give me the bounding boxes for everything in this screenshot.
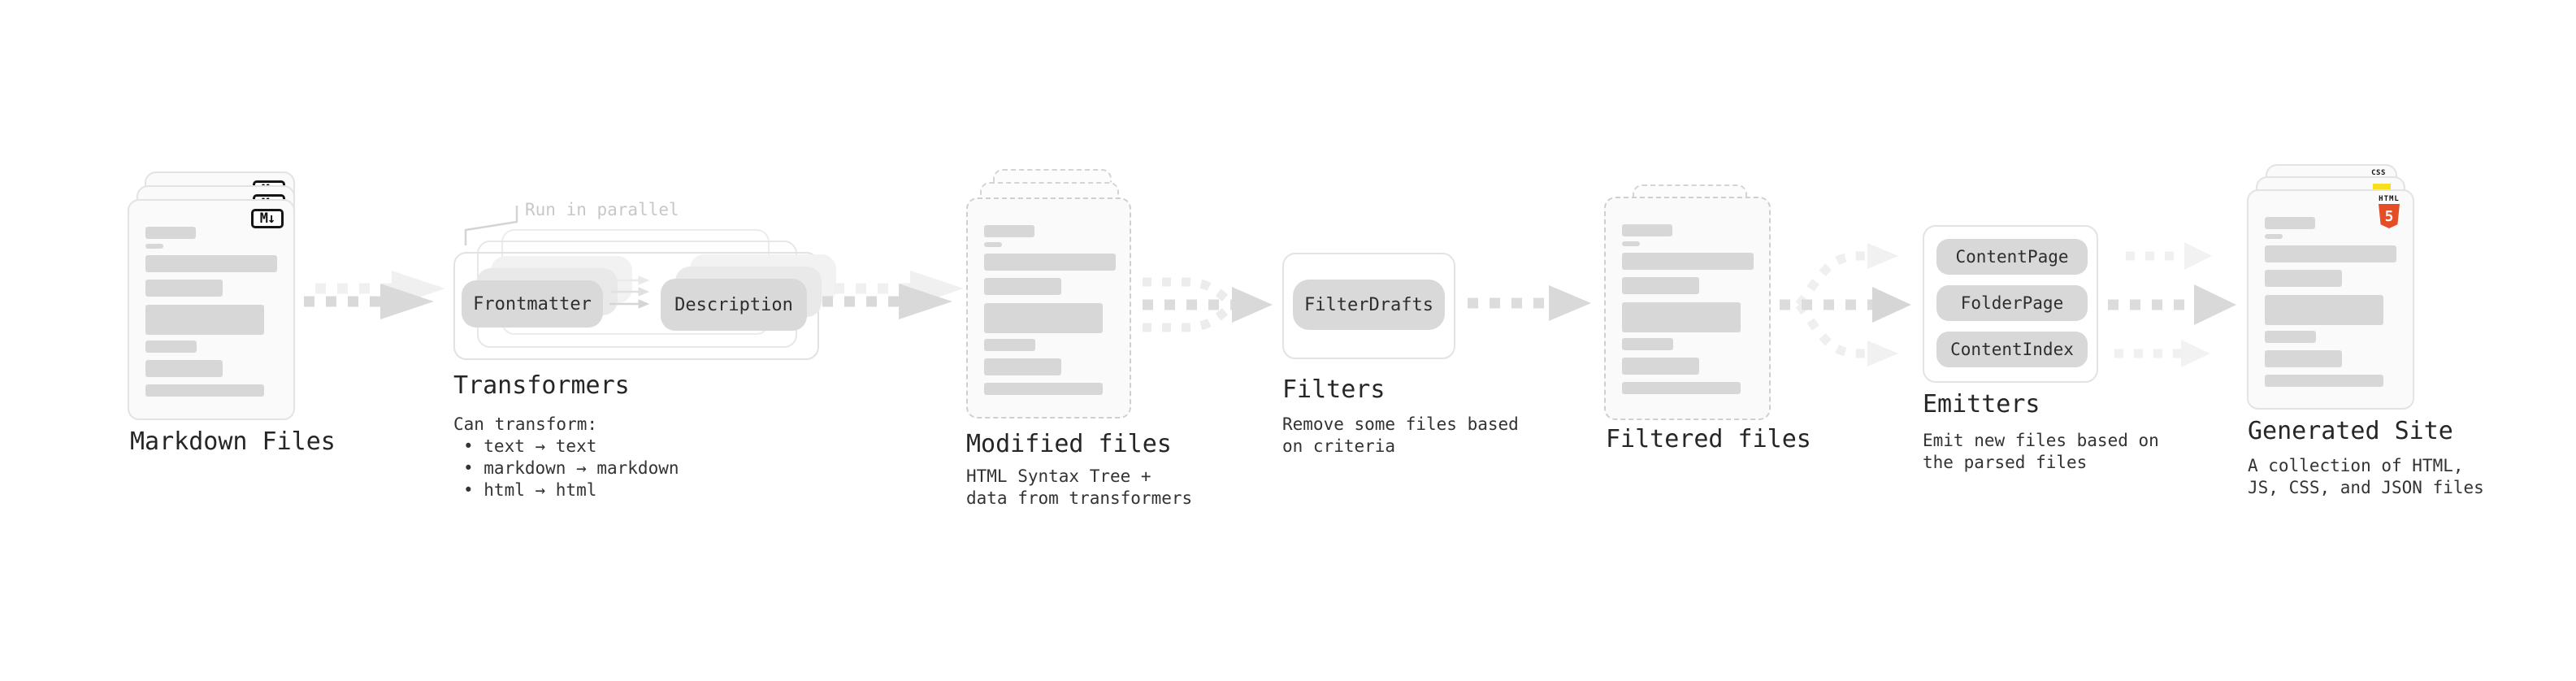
text-placeholder-bar xyxy=(2265,350,2342,367)
text-placeholder-bar xyxy=(145,340,197,353)
text-placeholder-bar xyxy=(145,305,264,335)
text-placeholder-bar xyxy=(145,280,223,297)
markdown-icon-label: M↓ xyxy=(259,210,276,227)
modified-file-card xyxy=(966,197,1131,419)
desc-line: on criteria xyxy=(1282,436,1396,456)
modified-files-label: Modified files xyxy=(966,430,1172,458)
arrow-filtered-to-emitters-diverge xyxy=(1780,243,1911,367)
emitters-label: Emitters xyxy=(1923,390,2040,419)
contentpage-pill: ContentPage xyxy=(1936,239,2088,275)
text-placeholder-bar xyxy=(1622,224,1672,236)
transformers-label: Transformers xyxy=(453,371,630,400)
text-placeholder-bar xyxy=(984,339,1035,351)
text-placeholder-bar xyxy=(2265,234,2283,239)
text-placeholder-bar xyxy=(2265,217,2315,229)
text-placeholder-bar xyxy=(145,244,163,249)
text-placeholder-bar xyxy=(984,383,1103,395)
filters-label: Filters xyxy=(1282,375,1386,404)
modified-files-description: HTML Syntax Tree + data from transformer… xyxy=(966,466,1192,510)
text-placeholder-bar xyxy=(145,360,223,377)
text-placeholder-bar xyxy=(984,254,1116,271)
folderpage-pill: FolderPage xyxy=(1936,285,2088,321)
text-placeholder-bar xyxy=(2265,375,2383,387)
desc-line: HTML Syntax Tree + xyxy=(966,466,1151,486)
transformers-bullet: • html → html xyxy=(463,480,597,500)
markdown-files-label: Markdown Files xyxy=(130,427,336,456)
text-placeholder-bar xyxy=(145,384,264,397)
html5-icon-word: HTML xyxy=(2379,195,2400,203)
text-placeholder-bar xyxy=(1622,302,1741,332)
run-in-parallel-annotation: Run in parallel xyxy=(525,200,679,219)
html5-icon: HTML 5 xyxy=(2373,195,2405,228)
html5-icon-shield: 5 xyxy=(2379,204,2400,228)
emitters-description: Emit new files based on the parsed files xyxy=(1923,430,2159,474)
contentindex-pill: ContentIndex xyxy=(1936,332,2088,367)
transformers-description: Can transform: • text → text • markdown … xyxy=(453,414,679,501)
text-placeholder-bar xyxy=(984,242,1002,247)
text-placeholder-bar xyxy=(984,303,1103,333)
desc-line: data from transformers xyxy=(966,488,1193,508)
arrow-emitters-to-site xyxy=(2108,242,2236,367)
annotation-callout-line xyxy=(464,206,518,245)
desc-line: JS, CSS, and JSON files xyxy=(2248,478,2484,497)
html-file-card: HTML 5 xyxy=(2247,189,2414,410)
generated-site-label: Generated Site xyxy=(2248,417,2453,445)
text-placeholder-bar xyxy=(984,225,1034,237)
text-placeholder-bar xyxy=(1622,277,1699,294)
text-placeholder-bar xyxy=(1622,358,1699,375)
transformers-desc-title: Can transform: xyxy=(453,414,598,434)
desc-line: the parsed files xyxy=(1923,453,2088,472)
transformer-flow-arrows xyxy=(609,275,650,309)
text-placeholder-bar xyxy=(145,227,196,239)
text-placeholder-bar xyxy=(145,255,277,272)
filters-description: Remove some files based on criteria xyxy=(1282,414,1519,458)
text-placeholder-bar xyxy=(984,278,1061,295)
text-placeholder-bar xyxy=(984,358,1061,375)
frontmatter-pill: Frontmatter xyxy=(462,280,603,327)
text-placeholder-bar xyxy=(2265,331,2316,343)
description-pill: Description xyxy=(661,279,807,331)
text-placeholder-bar xyxy=(2265,295,2383,325)
text-placeholder-bar xyxy=(1622,338,1673,350)
css-icon-label: CSS xyxy=(2371,169,2386,177)
generated-site-description: A collection of HTML, JS, CSS, and JSON … xyxy=(2248,455,2484,499)
text-placeholder-bar xyxy=(1622,241,1640,246)
desc-line: Emit new files based on xyxy=(1923,431,2159,450)
arrow-markdown-to-transformers xyxy=(304,271,445,319)
filterdrafts-pill: FilterDrafts xyxy=(1293,280,1445,330)
desc-line: Remove some files based xyxy=(1282,414,1519,434)
arrow-filters-to-filtered xyxy=(1468,285,1591,321)
arrow-transformers-to-modified xyxy=(822,271,964,319)
transformers-bullet: • markdown → markdown xyxy=(463,458,679,478)
text-placeholder-bar xyxy=(1622,382,1741,394)
transformers-bullet: • text → text xyxy=(463,436,597,456)
arrow-modified-to-filters-converge xyxy=(1143,277,1273,332)
filtered-files-label: Filtered files xyxy=(1606,425,1811,453)
emitters-panel: ContentPage FolderPage ContentIndex xyxy=(1923,225,2098,383)
text-placeholder-bar xyxy=(2265,245,2396,262)
html5-icon-number: 5 xyxy=(2384,207,2394,225)
markdown-icon: M↓ xyxy=(251,209,284,228)
text-placeholder-bar xyxy=(2265,270,2342,287)
markdown-file-card-front: M↓ xyxy=(128,199,295,420)
filtered-file-card xyxy=(1604,197,1771,420)
text-placeholder-bar xyxy=(1622,253,1754,270)
desc-line: A collection of HTML, xyxy=(2248,456,2464,475)
